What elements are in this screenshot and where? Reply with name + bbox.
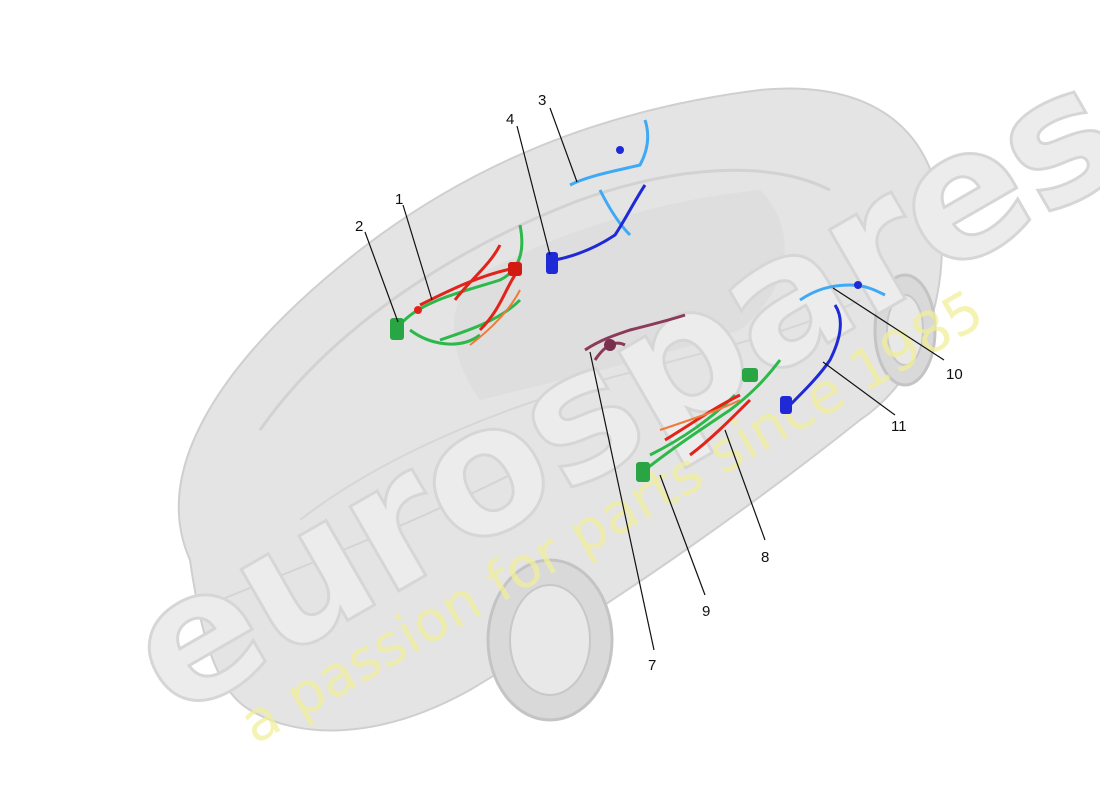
leader-10 — [832, 287, 945, 361]
callout-11: 11 — [891, 418, 907, 435]
callout-leaders — [364, 107, 945, 651]
harness-group-1-2 — [390, 224, 524, 346]
callout-3: 3 — [538, 92, 546, 109]
callout-10: 10 — [946, 366, 963, 383]
callout-4: 4 — [506, 111, 514, 128]
leader-3 — [549, 107, 578, 183]
harness-group-8-9 — [636, 359, 782, 482]
callout-2: 2 — [355, 218, 363, 235]
callout-9: 9 — [702, 603, 710, 620]
callout-1: 1 — [395, 191, 403, 208]
car-silhouette — [177, 87, 943, 732]
harness-7 — [584, 313, 686, 361]
leader-7 — [589, 351, 655, 651]
callout-8: 8 — [761, 549, 769, 566]
callout-labels: 1 2 3 4 7 8 9 10 11 — [355, 92, 963, 674]
rear-wheel — [873, 273, 937, 387]
harness-group-3-4 — [546, 119, 650, 274]
harness-group-10-11 — [780, 281, 886, 414]
leader-1 — [402, 204, 433, 301]
leader-2 — [364, 231, 399, 323]
front-wheel — [486, 558, 614, 722]
leader-11 — [822, 361, 896, 416]
leader-4 — [516, 125, 551, 256]
callout-7: 7 — [648, 657, 656, 674]
leader-9 — [659, 474, 706, 596]
leader-8 — [724, 429, 766, 541]
